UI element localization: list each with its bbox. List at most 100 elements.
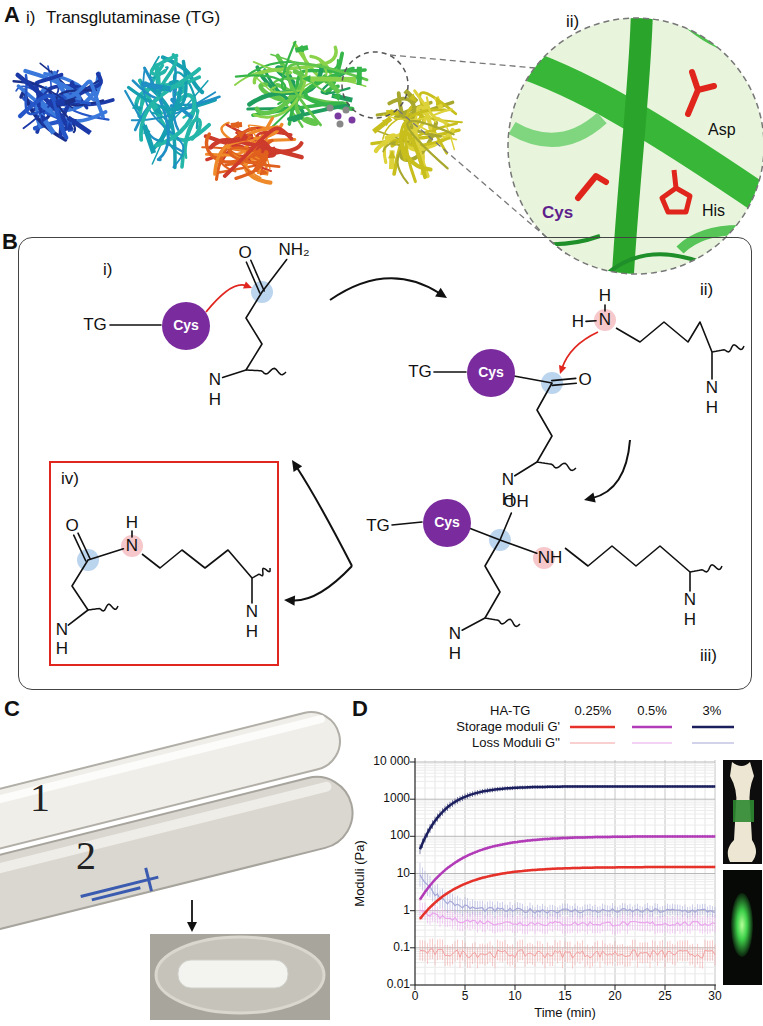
wavy-bond: [712, 345, 744, 352]
reaction-scheme: [68, 260, 744, 631]
atom-label: H: [126, 513, 138, 533]
helix: [680, 230, 740, 250]
atom-label: H: [449, 644, 461, 664]
grid-line: [415, 770, 715, 771]
bond: [88, 549, 123, 560]
grid-line: [665, 760, 666, 985]
grid-line: [415, 825, 715, 826]
grid-line: [415, 802, 715, 803]
protein-ribbon: [427, 97, 452, 115]
bond: [515, 462, 537, 476]
ligand-atom: [343, 107, 350, 114]
legend-text: 3%: [703, 704, 722, 719]
atom-label: O: [578, 370, 591, 390]
tick-label: 30: [708, 990, 721, 1004]
beta-strand: [151, 102, 162, 115]
arrow-head: [355, 77, 363, 85]
grid-line: [415, 767, 715, 768]
amine-highlight: [594, 309, 616, 331]
grid-line: [525, 760, 526, 985]
fluorescent-gel: [731, 893, 753, 957]
bond: [262, 260, 287, 293]
carbon-chain: [485, 540, 500, 618]
atom-label: H: [246, 622, 258, 642]
zoom-ribbons: [505, 10, 763, 290]
grid-line: [415, 855, 715, 856]
grid-line: [695, 760, 696, 985]
tick-label: 5: [462, 990, 469, 1004]
protein-ribbon: [225, 128, 292, 176]
chart-series: [420, 785, 715, 969]
chart-grid: [410, 760, 715, 990]
tick-mark: [410, 762, 415, 763]
protein-ribbon: [254, 49, 306, 117]
bond: [500, 540, 537, 553]
step-number: iv): [61, 469, 79, 488]
atom-label: N: [706, 378, 718, 398]
helix: [512, 118, 602, 140]
y-axis: [414, 758, 415, 985]
data-curve: [420, 786, 715, 849]
bond: [689, 572, 691, 591]
grid-line: [415, 765, 715, 766]
atom-label: N: [56, 620, 68, 640]
arrow-head: [155, 89, 163, 97]
enzyme-link: [110, 324, 161, 326]
panel-letter: A: [4, 2, 20, 27]
atom-label: H: [706, 398, 718, 418]
grid-line: [415, 818, 715, 819]
atom-label: O: [65, 516, 78, 536]
data-curve: [420, 867, 715, 919]
grid-line: [495, 760, 496, 985]
arrow-line: [191, 900, 193, 924]
arrow-head: [143, 125, 150, 134]
bond: [500, 513, 511, 540]
bond: [514, 376, 552, 383]
wavy-bond: [252, 568, 270, 578]
part-label: i): [26, 8, 35, 28]
atom-label: N: [246, 602, 258, 622]
tick-label: 0.1: [393, 941, 410, 955]
atom-label: N: [449, 624, 461, 644]
grid-line: [415, 879, 715, 880]
tick-label: 0.01: [387, 978, 410, 992]
arrow-head: [260, 152, 267, 161]
fluorescence-photo: [723, 870, 762, 985]
protein-structure: [14, 42, 462, 183]
atom-label: N: [209, 370, 221, 390]
zoom-line: [398, 110, 566, 254]
atom-label: OH: [503, 492, 529, 512]
atom-label: N: [126, 536, 138, 556]
residue-label: Cys: [478, 365, 504, 380]
nucleophilic-attack-arrow: [562, 332, 598, 368]
arrow-head: [154, 106, 162, 115]
carbon-chain: [616, 322, 712, 352]
legend-text: 0.25%: [575, 704, 612, 719]
grid-line: [415, 892, 715, 893]
grid-line: [415, 763, 715, 764]
grid-line: [715, 760, 716, 985]
arrow-head: [243, 281, 252, 288]
grid-line: [415, 888, 715, 889]
residue-label: His: [700, 202, 727, 220]
tube-opaque: [0, 769, 360, 937]
protein-ribbon: [141, 69, 199, 140]
part-label: ii): [566, 12, 579, 32]
tick-mark: [410, 985, 415, 986]
grid-line: [675, 760, 676, 985]
axis-title: Time (min): [534, 1006, 596, 1021]
legend-line: [632, 742, 672, 743]
grid-line: [605, 760, 606, 985]
arrow-head: [559, 365, 566, 374]
grid-line: [415, 842, 715, 843]
legend-text: Loss Moduli G'': [472, 736, 560, 751]
ligand-atom: [327, 105, 334, 112]
beta-strand: [622, 10, 642, 290]
grid-line: [415, 875, 715, 876]
residue-label: Cys: [173, 318, 199, 333]
grid-line: [415, 985, 715, 986]
bone: [728, 762, 756, 862]
grid-line: [415, 807, 715, 808]
zoom-line: [390, 55, 535, 68]
